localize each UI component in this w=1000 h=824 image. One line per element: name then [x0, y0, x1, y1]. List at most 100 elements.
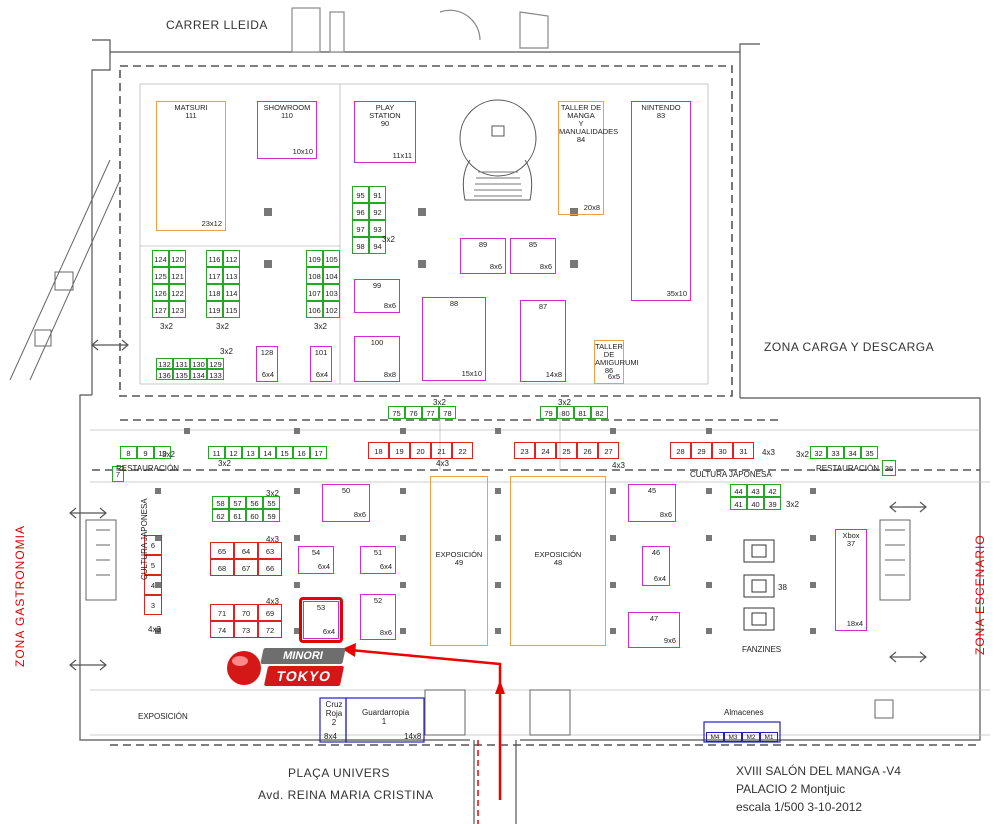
footer-scale: escala 1/500 3-10-2012	[736, 800, 863, 814]
green-stand: 124	[152, 250, 169, 267]
restauracion-left: RESTAURACIÓN	[116, 464, 179, 473]
stand-dimension: 8x6	[539, 262, 552, 271]
red-stand: 30	[712, 442, 733, 459]
dim-hint: 3x2	[220, 347, 233, 356]
green-stand: 76	[405, 406, 422, 419]
blue-service-boxes	[319, 697, 781, 743]
green-stand: 91	[369, 186, 386, 203]
green-stand: 116	[206, 250, 223, 267]
green-stand: 11	[208, 446, 225, 459]
almacenes-label: Almacenes	[724, 708, 764, 717]
green-stand: 118	[206, 284, 223, 301]
dim-hint: 3x2	[558, 398, 571, 407]
green-stand: 42	[764, 484, 781, 497]
fanzines-tables	[743, 539, 775, 631]
stand-s128: 128 6x4	[256, 346, 278, 382]
stand-label: EXPOSICIÓN 49	[435, 550, 483, 567]
green-stand: 36	[882, 460, 896, 476]
stand-dimension: 23x12	[201, 219, 222, 228]
stand-dimension: 6x4	[261, 370, 274, 379]
green-stand: 121	[169, 267, 186, 284]
guardarropia-label: Guardarropia 1	[362, 708, 410, 726]
stand-label: 52	[373, 596, 383, 605]
stand-label: 128	[260, 348, 274, 357]
green-stand: 33	[827, 446, 844, 459]
footer-palace: PALACIO 2 Montjuic	[736, 782, 846, 796]
stand-dimension: 6x5	[607, 372, 620, 381]
stand-label: 100	[370, 338, 384, 347]
fanzines-number: 38	[778, 583, 787, 592]
dim-hint: 3x2	[162, 450, 175, 459]
dim-hint: 3x2	[796, 450, 809, 459]
stand-dimension: 20x8	[583, 203, 600, 212]
green-stand: 107	[306, 284, 323, 301]
green-stand: 56	[246, 496, 263, 509]
footer-title: XVIII SALÓN DEL MANGA -V4	[736, 764, 901, 778]
green-stand: 93	[369, 220, 386, 237]
street-reina-maria-cristina: Avd. REINA MARIA CRISTINA	[258, 788, 434, 802]
green-stand: 96	[352, 203, 369, 220]
fanzines-label: FANZINES	[742, 645, 782, 654]
red-stand: 26	[577, 442, 598, 459]
highlight-frame	[299, 597, 343, 643]
green-stand: 103	[323, 284, 340, 301]
green-stand: 39	[764, 497, 781, 510]
green-stand: 92	[369, 203, 386, 220]
stand-s51: 51 6x4	[360, 546, 396, 574]
red-stand: 70	[234, 604, 258, 621]
green-stand: 104	[323, 267, 340, 284]
red-stand: 21	[431, 442, 452, 459]
stand-dimension: 35x10	[666, 289, 687, 298]
dim-hint: 4x3	[148, 625, 161, 634]
stand-label: NINTENDO 83	[641, 103, 681, 120]
green-stand: 125	[152, 267, 169, 284]
dim-hint: 4x3	[762, 448, 775, 457]
dashed-perimeter	[92, 65, 980, 746]
green-stand: 130	[190, 358, 207, 369]
green-stand: 9	[137, 446, 154, 459]
red-stand: 23	[514, 442, 535, 459]
red-stand: 68	[210, 559, 234, 576]
stand-dimension: 6x4	[317, 562, 330, 571]
central-dome	[459, 99, 537, 201]
stand-dimension: 9x6	[663, 636, 676, 645]
green-stand: 119	[206, 301, 223, 318]
green-stand: 10	[154, 446, 171, 459]
storage-box: M2	[742, 732, 760, 742]
zone-gastronomia: ZONA GASTRONOMIA	[13, 524, 27, 667]
green-stand: 112	[223, 250, 240, 267]
green-stand: 16	[293, 446, 310, 459]
red-stand: 29	[691, 442, 712, 459]
storage-box: M1	[760, 732, 778, 742]
street-carrer-lleida: CARRER LLEIDA	[166, 18, 268, 32]
stand-label: 51	[373, 548, 383, 557]
stand-label: 85	[528, 240, 538, 249]
storage-box: M4	[706, 732, 724, 742]
green-stand: 57	[229, 496, 246, 509]
green-stand: 62	[212, 509, 229, 522]
stand-dimension: 8x6	[659, 510, 672, 519]
green-stand: 113	[223, 267, 240, 284]
dim-hint: 4x3	[266, 535, 279, 544]
green-stand: 41	[730, 497, 747, 510]
stand-label: Xbox 37	[842, 531, 860, 548]
red-stand: 4	[144, 575, 162, 595]
stand-label: TALLER DE AMIGURUMI 86	[595, 342, 639, 375]
green-stand: 126	[152, 284, 169, 301]
red-stand: 3	[144, 595, 162, 615]
guardarropia-dim: 14x8	[404, 732, 422, 741]
red-stand: 27	[598, 442, 619, 459]
stand-dimension: 6x4	[379, 562, 392, 571]
stand-dimension: 10x10	[292, 147, 313, 156]
green-stand: 80	[557, 406, 574, 419]
dim-hint: 4x3	[436, 459, 449, 468]
stand-dimension: 14x8	[545, 370, 562, 379]
